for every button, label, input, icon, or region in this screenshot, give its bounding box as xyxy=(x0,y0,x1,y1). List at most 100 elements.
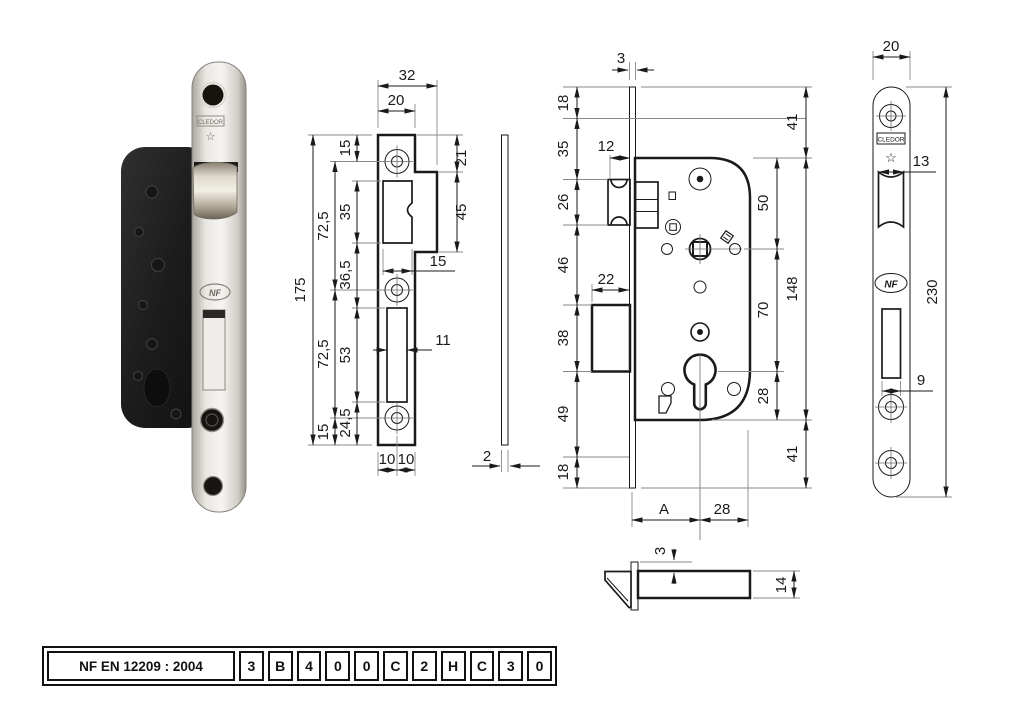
dim-lug-offset: 21 xyxy=(453,150,470,167)
classification-digit-9: C xyxy=(469,651,495,681)
dim-seg3: 26 xyxy=(555,194,572,211)
dim-case-height: 148 xyxy=(784,276,801,301)
dim-hole-right: 10 xyxy=(398,451,415,468)
latch-opening xyxy=(382,180,413,244)
case-outline xyxy=(633,156,752,422)
lock-body xyxy=(121,147,211,428)
dim-axis-span: 70 xyxy=(755,302,772,319)
screw-holes xyxy=(381,145,413,434)
dim-bolt-depth: 22 xyxy=(598,271,615,288)
dim-bolt-opening-width: 11 xyxy=(435,332,451,349)
star-stamp-icon: ☆ xyxy=(206,131,216,143)
classification-digit-10: 3 xyxy=(498,651,524,681)
latch-notch-bottom xyxy=(610,216,628,226)
dim-bottom-offset: 41 xyxy=(784,446,801,463)
dim-latch-opening-height: 35 xyxy=(337,204,354,221)
latch-notch-top xyxy=(610,179,628,189)
classification-digit-7: 2 xyxy=(411,651,437,681)
latch-body xyxy=(636,569,752,600)
dim-seg4: 46 xyxy=(555,257,572,274)
classification-digit-11: 0 xyxy=(527,651,552,681)
brand-stamp: CLEDOR xyxy=(877,137,904,144)
screw-hole-mid xyxy=(199,407,225,433)
dim-follower-offset: 50 xyxy=(755,195,772,212)
lock-faceplate xyxy=(191,61,247,513)
dim-lower-span: 72,5 xyxy=(315,339,332,368)
latch-window xyxy=(877,170,905,229)
dim-cyl-bottom: 28 xyxy=(755,388,772,405)
classification-digit-1: 3 xyxy=(239,651,264,681)
screw-hole-top xyxy=(202,84,224,106)
dim-deflector: 3 xyxy=(652,547,669,555)
dim-overall-width: 32 xyxy=(399,67,416,84)
dim-bolt-opening-height: 53 xyxy=(337,347,354,364)
screw-hole-ring xyxy=(199,81,227,109)
dim-forend-thickness: 3 xyxy=(617,50,625,67)
dim-bolt-bottom-gap: 24,5 xyxy=(337,408,354,437)
lock-case-drawing: 3 18 35 26 46 38 49 18 12 22 50 70 28 41… xyxy=(555,50,812,540)
star-stamp-icon: ☆ xyxy=(885,150,897,165)
strike-dimension-lines xyxy=(310,83,460,473)
plate-edge-outline xyxy=(501,134,509,446)
dim-cyl-to-edge: 28 xyxy=(714,501,731,518)
deadbolt-slot-gap xyxy=(203,310,225,318)
dim-seg7: 18 xyxy=(555,464,572,481)
latch-bolt xyxy=(192,161,238,220)
screw-hole-bottom xyxy=(202,475,224,497)
dim-fp-latch-width: 13 xyxy=(913,153,930,170)
dim-bottom-hole-offset: 15 xyxy=(315,424,332,441)
dim-fp-bolt-width: 9 xyxy=(917,372,925,389)
classification-digit-5: 0 xyxy=(354,651,380,681)
dim-upper-span: 72,5 xyxy=(315,211,332,240)
case-dimension-lines xyxy=(574,67,809,523)
cylinder-hole xyxy=(143,368,171,408)
plate-side-view: 2 xyxy=(472,134,540,472)
deadbolt-outline xyxy=(590,303,632,373)
dim-latch-depth: 12 xyxy=(598,138,615,155)
classification-digit-3: 4 xyxy=(296,651,322,681)
dim-backset: A xyxy=(659,501,669,518)
dim-plate-thickness: 2 xyxy=(483,448,491,465)
dim-top-offset: 41 xyxy=(784,114,801,131)
nf-stamp: NF xyxy=(884,280,898,291)
lock-photo: CLEDOR ☆ NF xyxy=(121,61,247,513)
strike-plate-drawing: 32 20 175 72,5 72,5 15 15 35 36,5 53 24,… xyxy=(292,67,470,476)
nf-stamp-oval xyxy=(199,283,231,301)
classification-digit-2: B xyxy=(267,651,293,681)
dim-mid-gap: 36,5 xyxy=(337,260,354,289)
dim-latch-height: 14 xyxy=(773,577,790,594)
faceplate-outline xyxy=(872,86,911,498)
brand-stamp-box xyxy=(196,115,225,127)
dim-seg5: 38 xyxy=(555,330,572,347)
dim-fp-height: 230 xyxy=(924,279,941,304)
faceplate-holes xyxy=(875,101,907,479)
dim-fp-width: 20 xyxy=(883,38,900,55)
dim-seg1: 18 xyxy=(555,95,572,112)
dim-latch-opening-width: 15 xyxy=(430,253,447,270)
deadbolt-slot xyxy=(202,309,226,391)
classification-digit-8: H xyxy=(440,651,466,681)
lock-body-rivets xyxy=(132,185,182,420)
dim-overall-height: 175 xyxy=(292,277,309,302)
dim-lug-height: 45 xyxy=(453,204,470,221)
faceplate-drawing: CLEDOR ☆ NF 20 13 9 230 xyxy=(872,38,952,498)
classification-table: NF EN 12209 : 2004 3 B 4 0 0 C 2 H C 3 0 xyxy=(42,646,557,686)
dim-plate-width: 20 xyxy=(388,92,405,109)
classification-digit-4: 0 xyxy=(325,651,351,681)
latch-detail-drawing: 3 14 xyxy=(604,547,800,611)
dim-hole-left: 10 xyxy=(379,451,396,468)
dim-seg6: 49 xyxy=(555,406,572,423)
brand-stamp-box xyxy=(876,132,906,145)
nf-stamp: NF xyxy=(209,288,221,298)
nf-stamp-oval xyxy=(874,273,908,293)
classification-digit-6: C xyxy=(383,651,408,681)
forend-plate xyxy=(629,86,636,489)
latch-bolt-outline xyxy=(607,178,631,226)
brand-stamp: CLEDOR xyxy=(198,120,224,126)
standard-label: NF EN 12209 : 2004 xyxy=(47,651,235,681)
screw-hole-mid-ring xyxy=(205,413,219,427)
bolt-window xyxy=(881,308,902,379)
tab-hole xyxy=(658,395,672,414)
dim-seg2: 35 xyxy=(555,141,572,158)
